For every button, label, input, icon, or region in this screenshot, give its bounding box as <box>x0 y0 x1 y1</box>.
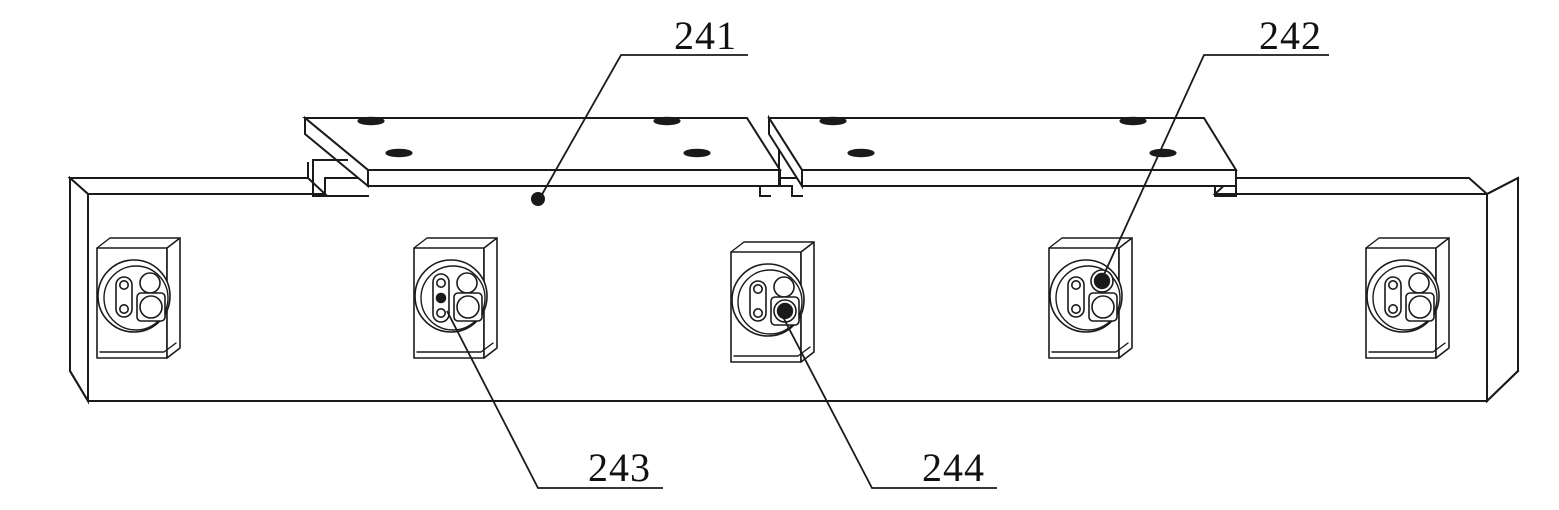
socket-5-plate-bevel-top <box>1365 237 1450 249</box>
left-mounting-plate-group <box>302 115 782 197</box>
main-body-right-top-face <box>1212 177 1490 195</box>
right-plate-top-face <box>767 117 1238 171</box>
left-plate-under-notch <box>312 159 369 197</box>
reference-label-242: 242 <box>1259 13 1322 58</box>
socket-1-lower-port <box>139 295 163 319</box>
right-mounting-plate-group <box>767 114 1238 197</box>
socket-plate-5[interactable] <box>1365 237 1450 359</box>
socket-2-pin-hole <box>435 307 446 318</box>
socket-4-pin-hole <box>1071 279 1082 290</box>
plate-joint-step <box>778 149 803 197</box>
leader-line-243 <box>446 310 663 489</box>
socket-3-upper-port <box>773 276 795 298</box>
socket-plate-3[interactable] <box>730 241 815 363</box>
plate-hole-icon <box>683 148 711 158</box>
socket-3-pin-hole <box>752 283 763 294</box>
socket-4-plate-bevel-top <box>1048 237 1133 249</box>
socket-4-plate-bevel-right <box>1118 237 1133 359</box>
socket-3-pin-hole <box>752 307 763 318</box>
socket-1-upper-port <box>139 272 161 294</box>
reference-label-243: 243 <box>588 445 651 490</box>
socket-3-body-inner <box>737 269 803 335</box>
socket-2-body-inner <box>420 265 486 331</box>
left-plate-front-edge <box>367 169 781 187</box>
socket-4-upper-port-filled <box>1093 272 1111 290</box>
socket-2-lower-port <box>456 295 480 319</box>
leader-marker-dot-241 <box>531 192 545 206</box>
socket-2-plate-bevel-top <box>413 237 498 249</box>
reference-label-241: 241 <box>674 13 737 58</box>
socket-5-lower-port <box>1408 295 1432 319</box>
main-body-right-top-bevel <box>1485 176 1520 196</box>
socket-4-body-inner <box>1055 265 1121 331</box>
plate-hole-icon <box>847 148 875 158</box>
right-plate-left-bevel <box>768 114 803 190</box>
socket-5-body-inner <box>1372 265 1438 331</box>
socket-2-pin-hole <box>435 277 446 288</box>
plate-hole-icon <box>357 116 385 126</box>
socket-plate-2[interactable] <box>413 237 498 359</box>
leader-line-244 <box>782 316 997 489</box>
socket-2-plate-bevel-right <box>483 237 498 359</box>
reference-label-244: 244 <box>922 445 985 490</box>
left-plate-top-face <box>302 117 782 171</box>
plate-hole-icon <box>653 116 681 126</box>
leader-lines-group <box>446 54 1329 489</box>
right-plate-front-edge <box>801 169 1237 187</box>
socket-1-pin-hole <box>119 279 130 290</box>
socket-1-plate-bevel-right <box>166 237 181 359</box>
socket-3-lower-port-filled <box>776 302 794 320</box>
socket-3-plate-bevel-right <box>800 241 815 363</box>
main-body-right-bottom-chamfer <box>1485 369 1520 403</box>
main-body-left-bottom-chamfer <box>68 369 90 403</box>
socket-plate-4[interactable] <box>1048 237 1133 359</box>
socket-5-upper-port <box>1408 272 1430 294</box>
leader-line-241 <box>539 54 748 199</box>
socket-1-plate-inner-bottom <box>99 342 177 353</box>
main-body-left-top-face <box>67 177 328 195</box>
socket-5-plate-inner-bottom <box>1368 342 1446 353</box>
plate-hole-icon <box>385 148 413 158</box>
main-body-right-side-face <box>1486 176 1519 404</box>
plate-hole-icon <box>819 116 847 126</box>
socket-5-pin-hole <box>1388 279 1399 290</box>
socket-1-body-inner <box>103 265 169 331</box>
socket-3-plate-inner-bottom <box>733 346 811 357</box>
plate-hole-icon <box>1149 148 1177 158</box>
socket-1-plate-bevel-top <box>96 237 181 249</box>
socket-2-plate-inner-bottom <box>416 342 494 353</box>
plate-hole-icon <box>1119 116 1147 126</box>
socket-5-pin-hole <box>1388 303 1399 314</box>
socket-plate-1[interactable] <box>96 237 181 359</box>
right-plate-right-end <box>1214 169 1237 197</box>
main-body-left-side-face <box>69 175 89 405</box>
socket-5-plate-bevel-right <box>1435 237 1450 359</box>
socket-1-pin-hole <box>119 303 130 314</box>
socket-4-lower-port <box>1091 295 1115 319</box>
socket-3-plate-bevel-top <box>730 241 815 253</box>
socket-4-pin-hole <box>1071 303 1082 314</box>
socket-4-plate-inner-bottom <box>1051 342 1129 353</box>
socket-2-pin-hole-filled <box>435 292 447 304</box>
left-plate-left-bevel <box>304 115 369 189</box>
socket-2-upper-port <box>456 272 478 294</box>
leader-line-242 <box>1100 54 1329 282</box>
